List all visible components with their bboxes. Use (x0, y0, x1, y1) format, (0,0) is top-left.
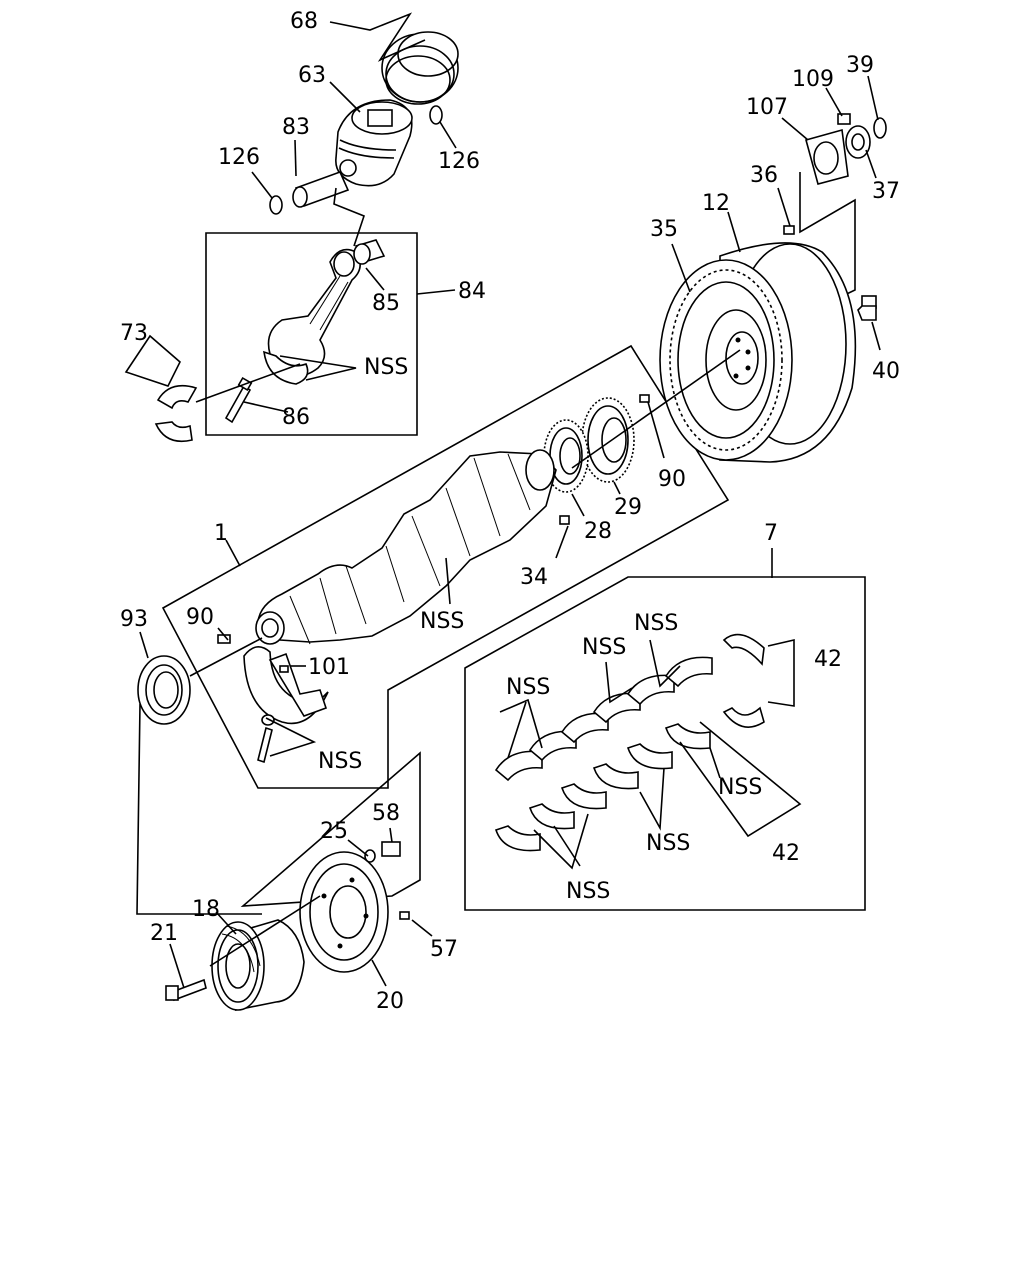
crankshaft-pulley (211, 919, 305, 1011)
label-90-left: 90 (186, 605, 214, 630)
main-bearing-shells-lower (494, 723, 711, 852)
label-nss-bearing-c: NSS (506, 675, 550, 700)
label-12: 12 (702, 191, 730, 216)
label-101: 101 (308, 655, 350, 680)
rod-to-crank-line (195, 363, 301, 403)
label-73: 73 (120, 321, 148, 346)
rod-bearing-shells (154, 384, 198, 443)
torsional-damper (299, 851, 389, 973)
label-21: 21 (150, 921, 178, 946)
label-63: 63 (298, 63, 326, 88)
label-nss-bearing-b: NSS (582, 635, 626, 660)
damper-pin (399, 911, 410, 920)
crankshaft (255, 449, 557, 645)
label-126-left: 126 (218, 145, 260, 170)
label-29: 29 (614, 495, 642, 520)
label-39: 39 (846, 53, 874, 78)
snap-ring-left (269, 195, 283, 215)
label-84: 84 (458, 279, 486, 304)
label-40: 40 (872, 359, 900, 384)
label-57: 57 (430, 937, 458, 962)
label-18: 18 (192, 897, 220, 922)
oil-seal-bracket-line (136, 703, 262, 915)
crank-pin-key (559, 515, 570, 525)
oil-seal (137, 655, 191, 725)
retainer-bolt (837, 113, 851, 125)
dowel-pin-flywheel (783, 225, 795, 235)
seal-to-crank-line (189, 637, 263, 677)
label-nss-thrust: NSS (318, 749, 362, 774)
thrust-bolt (257, 714, 275, 764)
label-83: 83 (282, 115, 310, 140)
connecting-rod (263, 248, 361, 385)
rod-bolt (224, 376, 253, 424)
label-42-top: 42 (814, 647, 842, 672)
label-1: 1 (214, 521, 228, 546)
dowel-pin-thrust (279, 665, 289, 673)
label-28: 28 (584, 519, 612, 544)
thrust-bearing-halves (722, 633, 765, 728)
label-68: 68 (290, 9, 318, 34)
label-35: 35 (650, 217, 678, 242)
snap-ring-right (429, 105, 443, 125)
label-86: 86 (282, 405, 310, 430)
connecting-rod-group-frame (205, 232, 418, 436)
label-34: 34 (520, 565, 548, 590)
label-7: 7 (764, 521, 778, 546)
small-end-bushing (353, 239, 386, 265)
piston-pin (292, 170, 350, 208)
crankshaft-group-frame (161, 344, 730, 789)
flywheel-bolt (857, 295, 877, 321)
pilot-bearing-retainer (805, 128, 849, 185)
leader-lines (124, 12, 881, 989)
pilot-bearing (845, 125, 871, 159)
label-90-right: 90 (658, 467, 686, 492)
snap-ring-pilot (873, 117, 887, 139)
pulley-bolt (165, 978, 207, 1002)
piston (335, 99, 413, 187)
piston-to-rod-line (333, 187, 365, 247)
crank-to-flywheel-line (571, 349, 741, 469)
dowel-pin-crank-rear (639, 394, 650, 403)
label-109: 109 (792, 67, 834, 92)
label-nss-bearing-d: NSS (718, 775, 762, 800)
label-126-right: 126 (438, 149, 480, 174)
timing-gear-large (581, 397, 635, 483)
label-20: 20 (376, 989, 404, 1014)
label-nss-bearing-f: NSS (566, 879, 610, 904)
label-25: 25 (320, 819, 348, 844)
damper-bolt (364, 841, 401, 863)
label-nss-bearing-e: NSS (646, 831, 690, 856)
label-42-bottom: 42 (772, 841, 800, 866)
label-93: 93 (120, 607, 148, 632)
label-58: 58 (372, 801, 400, 826)
label-nss-bearing-a: NSS (634, 611, 678, 636)
label-37: 37 (872, 179, 900, 204)
label-107: 107 (746, 95, 788, 120)
label-nss-rod: NSS (364, 355, 408, 380)
label-nss-crank: NSS (420, 609, 464, 634)
pulley-to-damper-line (209, 895, 321, 967)
label-36: 36 (750, 163, 778, 188)
label-85: 85 (372, 291, 400, 316)
main-bearing-shells-upper (494, 656, 713, 782)
main-bearing-group-frame (464, 576, 866, 911)
